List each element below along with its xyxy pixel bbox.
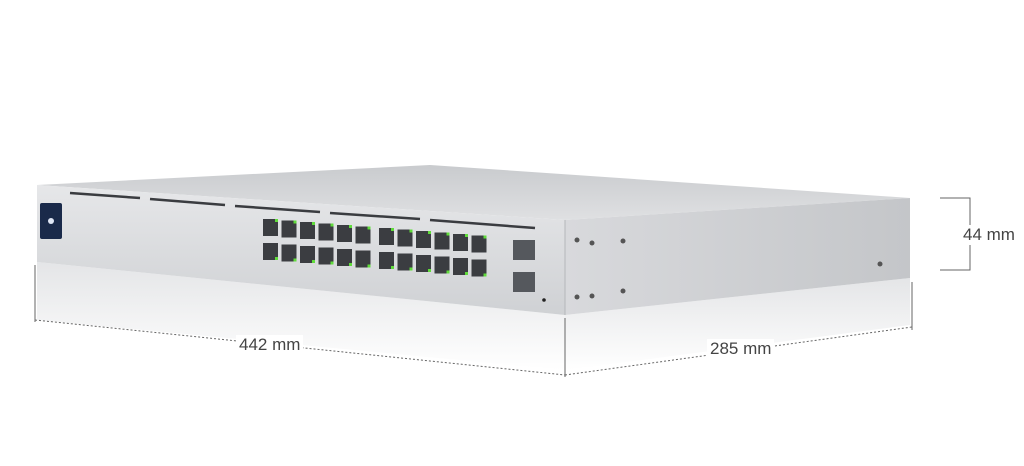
rj45-port bbox=[281, 244, 297, 262]
rj45-port bbox=[379, 228, 394, 245]
width-dimension-label: 442 mm bbox=[236, 335, 304, 355]
rj45-port bbox=[281, 220, 297, 238]
depth-dimension-label: 285 mm bbox=[707, 339, 775, 359]
rj45-port bbox=[337, 225, 352, 242]
port-led bbox=[312, 222, 315, 225]
rj45-port bbox=[471, 259, 487, 277]
rj45-port bbox=[434, 256, 450, 274]
rj45-port bbox=[318, 223, 334, 241]
reflection-side bbox=[565, 278, 910, 370]
rj45-port bbox=[379, 252, 394, 269]
port-led bbox=[349, 263, 352, 266]
port-led bbox=[428, 269, 431, 272]
port-led bbox=[446, 270, 450, 274]
port-led bbox=[275, 219, 278, 222]
port-led bbox=[293, 220, 297, 224]
port-led bbox=[391, 228, 394, 231]
rj45-port bbox=[416, 255, 431, 272]
port-led bbox=[330, 261, 334, 265]
port-led bbox=[428, 231, 431, 234]
port-led bbox=[465, 272, 468, 275]
rj45-port bbox=[453, 258, 468, 275]
rj45-ports bbox=[263, 219, 487, 277]
port-led bbox=[483, 273, 487, 277]
port-led bbox=[367, 226, 371, 230]
rj45-port bbox=[397, 253, 413, 271]
rj45-port bbox=[416, 231, 431, 248]
rj45-port bbox=[318, 247, 334, 265]
port-led bbox=[446, 232, 450, 236]
screws bbox=[574, 237, 883, 300]
rj45-port bbox=[453, 234, 468, 251]
vent-slots bbox=[69, 191, 536, 230]
sfp-port-2 bbox=[513, 272, 535, 292]
sfp-port-1 bbox=[513, 240, 535, 260]
port-led bbox=[293, 258, 297, 262]
port-led bbox=[312, 260, 315, 263]
rj45-port bbox=[434, 232, 450, 250]
port-led bbox=[465, 234, 468, 237]
rj45-port bbox=[263, 219, 278, 236]
port-led bbox=[483, 235, 487, 239]
rj45-port bbox=[355, 250, 371, 268]
top-face bbox=[37, 165, 910, 220]
height-dimension-label: 44 mm bbox=[960, 225, 1018, 245]
port-led bbox=[409, 229, 413, 233]
rj45-port bbox=[263, 243, 278, 260]
port-led bbox=[367, 264, 371, 268]
reflection bbox=[37, 262, 565, 370]
port-led bbox=[275, 257, 278, 260]
reset-button bbox=[542, 298, 546, 302]
side-face bbox=[565, 198, 910, 315]
rj45-port bbox=[300, 222, 315, 239]
port-led bbox=[330, 223, 334, 227]
port-led bbox=[349, 225, 352, 228]
port-led bbox=[409, 267, 413, 271]
rj45-port bbox=[337, 249, 352, 266]
port-led bbox=[391, 266, 394, 269]
rj45-port bbox=[397, 229, 413, 247]
rj45-port bbox=[355, 226, 371, 244]
rj45-port bbox=[300, 246, 315, 263]
rj45-port bbox=[471, 235, 487, 253]
